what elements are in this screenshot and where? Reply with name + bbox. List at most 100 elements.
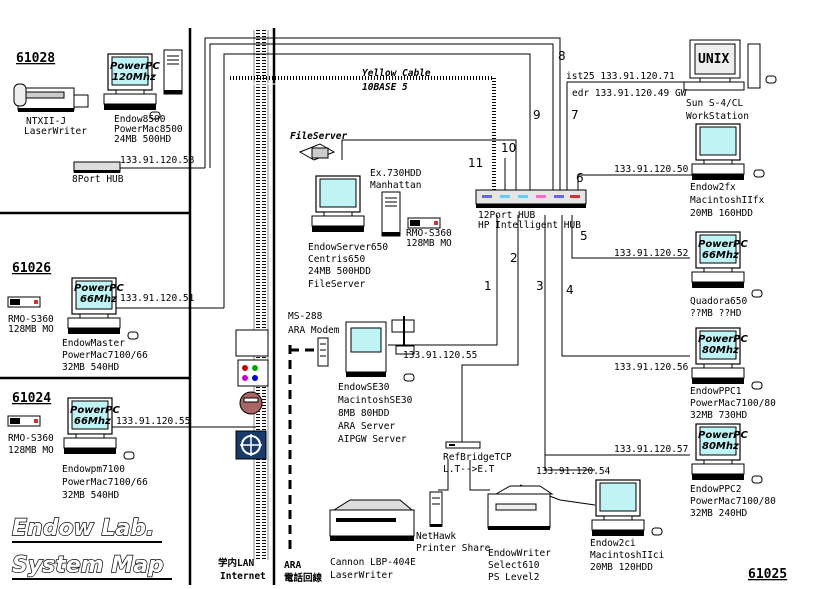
ppc1-ip: 133.91.120.56	[614, 362, 689, 373]
se30-computer-icon	[345, 316, 415, 382]
rmo-master-line-2: 128MB MO	[8, 324, 54, 335]
fileserver-tag: FileServer	[290, 131, 347, 142]
endowwriter-printer-icon	[487, 485, 554, 530]
ppc2-badge-2: 80Mhz	[702, 441, 739, 452]
endow2ci-line-2: MacintoshIIci	[590, 550, 665, 561]
refbridge-icon	[445, 441, 481, 449]
endow8500-badge-2: 120Mhz	[112, 72, 156, 83]
endowwriter-line-2: Select610	[488, 560, 540, 571]
ppc2-line-3: 32MB 240HD	[690, 508, 747, 519]
8port-hub	[73, 161, 121, 173]
ppc2-line-2: PowerMac7100/80	[690, 496, 776, 507]
modem-line-1: MS-288	[288, 311, 323, 322]
unix-label: UNIX	[698, 52, 729, 67]
hub8-label: 8Port HUB	[72, 174, 124, 185]
unix-workstation-icon	[683, 39, 777, 91]
hub12-label-2: HP Intelligent HUB	[478, 220, 581, 231]
rmo-pm-icon	[7, 415, 41, 427]
se30-line-4: ARA Server	[338, 421, 395, 432]
endow2fx-computer-icon	[691, 123, 765, 181]
canon-line-2: LaserWriter	[330, 570, 393, 581]
endow2fx-line-1: Endow2fx	[690, 182, 736, 193]
laserwriter-ntx-line-1: NTXII-J	[26, 116, 66, 127]
quadora-ip: 133.91.120.52	[614, 248, 688, 259]
rmo-master-line-1: RMO-S360	[8, 314, 54, 325]
port-11: 11	[468, 156, 483, 170]
quadora-badge-2: 66Mhz	[702, 250, 739, 261]
rmo-fs-line-1: RMO-S360	[406, 228, 452, 239]
rmo-master-icon	[7, 296, 41, 308]
pm7100-ip: 133.91.120.55	[116, 416, 190, 427]
port-4: 4	[566, 283, 574, 297]
fileserver-line-4: FileServer	[308, 279, 365, 290]
endow2ci-computer-icon	[591, 479, 663, 537]
nethawk-line-2: Printer Share	[416, 543, 491, 554]
yellow-cable-type: 10BASE 5	[362, 82, 408, 93]
endow8500-badge-1: PowerPC	[110, 61, 160, 72]
se30-line-3: 8MB 80HDD	[338, 408, 390, 419]
se30-line-1: EndowSE30	[338, 382, 390, 393]
canon-line-1: Cannon LBP-404E	[330, 557, 416, 568]
endow2ci-ip: 133.91.120.54	[536, 466, 611, 477]
rmo-fs-icon	[407, 217, 441, 229]
canon-printer-icon	[329, 499, 415, 541]
fileserver-line-3: 24MB 500HDD	[308, 266, 371, 277]
endowwriter-line-1: EndowWriter	[488, 548, 551, 559]
pm7100-line-1: Endowpm7100	[62, 464, 125, 475]
quadora-line-2: ??MB ??HD	[690, 308, 742, 319]
title-line-1: Endow Lab.	[12, 516, 155, 541]
master-line-3: 32MB 540HD	[62, 362, 119, 373]
lan-label-2: Internet	[220, 571, 266, 582]
pm7100-line-3: 32MB 540HD	[62, 490, 119, 501]
ara-modem-icon	[317, 337, 329, 367]
master-badge-2: 66Mhz	[80, 294, 117, 305]
hp-12port-hub	[475, 189, 587, 208]
yellow-cable-label: Yellow Cable	[362, 68, 431, 79]
endow2fx-line-2: MacintoshIIfx	[690, 195, 765, 206]
room-61025: 61025	[748, 567, 787, 582]
port-1: 1	[484, 279, 492, 293]
modem-line-2: ARA Modem	[288, 325, 340, 336]
unix-ip-2: edr 133.91.120.49 GW	[572, 88, 687, 99]
nethawk-line-1: NetHawk	[416, 531, 456, 542]
pm7100-line-2: PowerMac7100/66	[62, 477, 148, 488]
port-5: 5	[580, 229, 588, 243]
ppc1-line-2: PowerMac7100/80	[690, 398, 776, 409]
ppc1-line-1: EndowPPC1	[690, 386, 742, 397]
room-61028: 61028	[16, 51, 55, 66]
rmo-pm-line-1: RMO-S360	[8, 433, 54, 444]
lan-label-1: 学内LAN	[218, 557, 254, 569]
room-61026: 61026	[12, 261, 51, 276]
se30-line-5: AIPGW Server	[338, 434, 407, 445]
mascot-icon	[239, 391, 263, 415]
refbridge-line-2: L.T-->E.T	[443, 464, 495, 475]
port-10: 10	[501, 141, 516, 155]
ppc1-badge-1: PowerPC	[698, 334, 748, 345]
ara-label-1: ARA	[284, 560, 301, 571]
endow2ci-line-1: Endow2ci	[590, 538, 636, 549]
hub12-label-1: 12Port HUB	[478, 210, 535, 221]
room-61024: 61024	[12, 391, 51, 406]
manhattan-line-2: Manhattan	[370, 180, 421, 191]
ppc2-badge-1: PowerPC	[698, 430, 748, 441]
hub-cabling	[110, 37, 700, 506]
endow8500-ip: 133.91.120.58	[120, 155, 195, 166]
fileserver-line-1: EndowServer650	[308, 242, 388, 253]
port-numbers: 1 2 3 4 5 6 7 8 9 10 11	[468, 49, 588, 297]
ppc2-line-1: EndowPPC2	[690, 484, 741, 495]
endow2fx-ip: 133.91.120.50	[614, 164, 689, 175]
se30-ip: 133.91.120.55	[403, 350, 477, 361]
unix-line-2: WorkStation	[686, 111, 749, 122]
master-line-1: EndowMaster	[62, 338, 125, 349]
fileserver-line-2: Centris650	[308, 254, 365, 265]
pm7100-badge-1: PowerPC	[70, 405, 120, 416]
se30-line-2: MacintoshSE30	[338, 395, 413, 406]
port-2: 2	[510, 251, 518, 265]
endow8500-line-2: PowerMac8500	[114, 124, 183, 135]
ppc1-badge-2: 80Mhz	[702, 345, 739, 356]
port-7: 7	[571, 108, 579, 122]
laserwriter-ntx-icon	[13, 83, 89, 112]
master-ip: 133.91.120.51	[120, 293, 195, 304]
